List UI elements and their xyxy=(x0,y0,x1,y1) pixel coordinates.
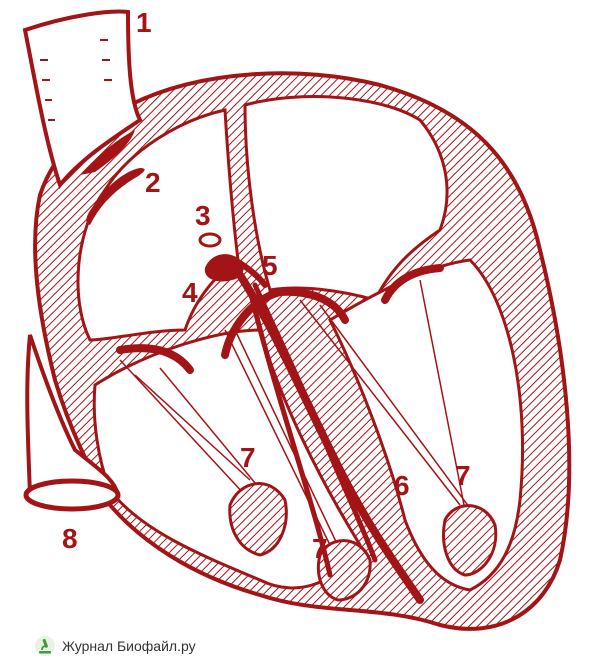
inferior-vena-cava-opening xyxy=(26,481,118,509)
site-footer: Журнал Биофайл.ру xyxy=(34,635,196,657)
label-1: 1 xyxy=(136,7,152,38)
label-7c: 7 xyxy=(455,460,471,491)
label-3: 3 xyxy=(195,200,211,231)
label-8: 8 xyxy=(62,523,78,554)
internodal-tract xyxy=(200,234,220,246)
label-2: 2 xyxy=(145,167,161,198)
label-7b: 7 xyxy=(312,533,328,564)
label-6: 6 xyxy=(394,470,410,501)
label-7a: 7 xyxy=(240,442,256,473)
label-4: 4 xyxy=(182,277,198,308)
microscope-icon xyxy=(34,635,56,657)
label-5: 5 xyxy=(262,250,278,281)
footer-text[interactable]: Журнал Биофайл.ру xyxy=(62,638,196,654)
